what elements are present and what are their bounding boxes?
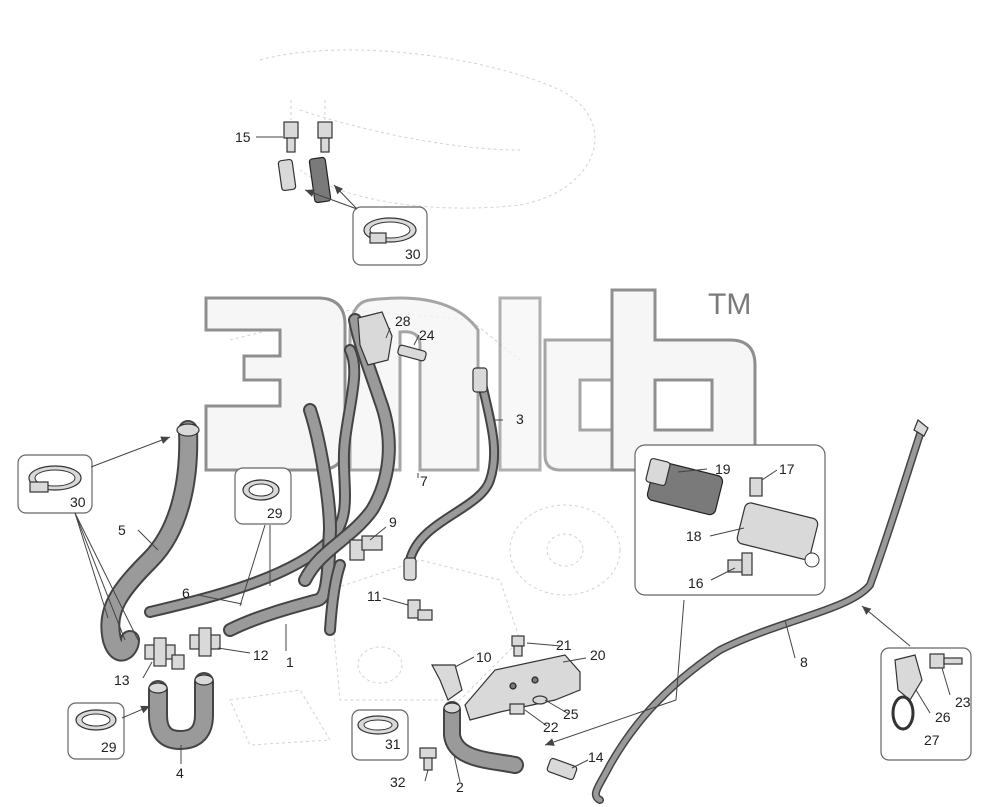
callout-32: 32 — [390, 774, 406, 790]
bracket-20 — [464, 654, 581, 721]
fitting-9 — [349, 535, 383, 561]
callout-21: 21 — [556, 637, 572, 653]
block-28 — [357, 311, 427, 366]
hose-8 — [591, 419, 929, 804]
fitting-14 — [546, 757, 578, 781]
top-hoses — [277, 156, 332, 204]
callout-8: 8 — [800, 654, 808, 670]
callout-9: 9 — [389, 514, 397, 530]
callout-3: 3 — [516, 411, 524, 427]
box-30-top — [352, 206, 428, 266]
callout-labels: 1 2 3 4 5 6 7 8 9 10 11 12 13 14 15 16 1… — [70, 129, 971, 795]
box-valve-assembly — [634, 444, 826, 596]
callout-12: 12 — [253, 647, 269, 663]
callout-4: 4 — [176, 765, 184, 781]
callout-23: 23 — [955, 694, 971, 710]
callout-29-bottom: 29 — [101, 739, 117, 755]
callout-10: 10 — [476, 649, 492, 665]
callout-13: 13 — [114, 672, 130, 688]
callout-19: 19 — [715, 461, 731, 477]
callout-2: 2 — [456, 779, 464, 795]
callout-16: 16 — [688, 575, 704, 591]
hose-1 — [223, 403, 337, 637]
callout-27: 27 — [924, 732, 940, 748]
bolt-32 — [419, 747, 437, 771]
bolts-21-22-25 — [509, 635, 548, 715]
callout-15: 15 — [235, 129, 251, 145]
leader-lines — [74, 136, 951, 783]
hose-3 — [403, 367, 500, 581]
callout-31: 31 — [385, 736, 401, 752]
hose-6 — [144, 344, 361, 618]
callout-11: 11 — [367, 588, 382, 604]
callout-5: 5 — [118, 522, 126, 538]
fitting-11 — [407, 599, 433, 621]
callout-17: 17 — [779, 461, 795, 477]
box-29-mid — [234, 467, 292, 525]
callout-24: 24 — [419, 327, 435, 343]
trademark-mark: TM — [708, 288, 751, 321]
box-23-26-27 — [880, 647, 972, 761]
callout-26: 26 — [935, 709, 951, 725]
box-31 — [351, 709, 409, 761]
callout-22: 22 — [543, 719, 559, 735]
fitting-10 — [431, 664, 463, 701]
callout-14: 14 — [588, 749, 604, 765]
hose-5 — [100, 420, 200, 662]
callout-30-left: 30 — [70, 494, 86, 510]
callout-6: 6 — [182, 585, 190, 601]
bolts-15 — [283, 100, 333, 153]
callout-25: 25 — [563, 706, 579, 722]
hose-2 — [443, 701, 524, 774]
box-29-bottom — [67, 702, 125, 760]
callout-30-top: 30 — [405, 246, 421, 262]
box-30-left — [17, 454, 93, 514]
callout-28: 28 — [395, 313, 411, 329]
hose-4 — [148, 672, 214, 750]
callout-20: 20 — [590, 647, 606, 663]
callout-29-mid: 29 — [267, 505, 283, 521]
tees-12-13 — [144, 627, 221, 670]
callout-1: 1 — [286, 654, 294, 670]
callout-18: 18 — [686, 528, 702, 544]
callout-7: 7 — [420, 473, 428, 489]
